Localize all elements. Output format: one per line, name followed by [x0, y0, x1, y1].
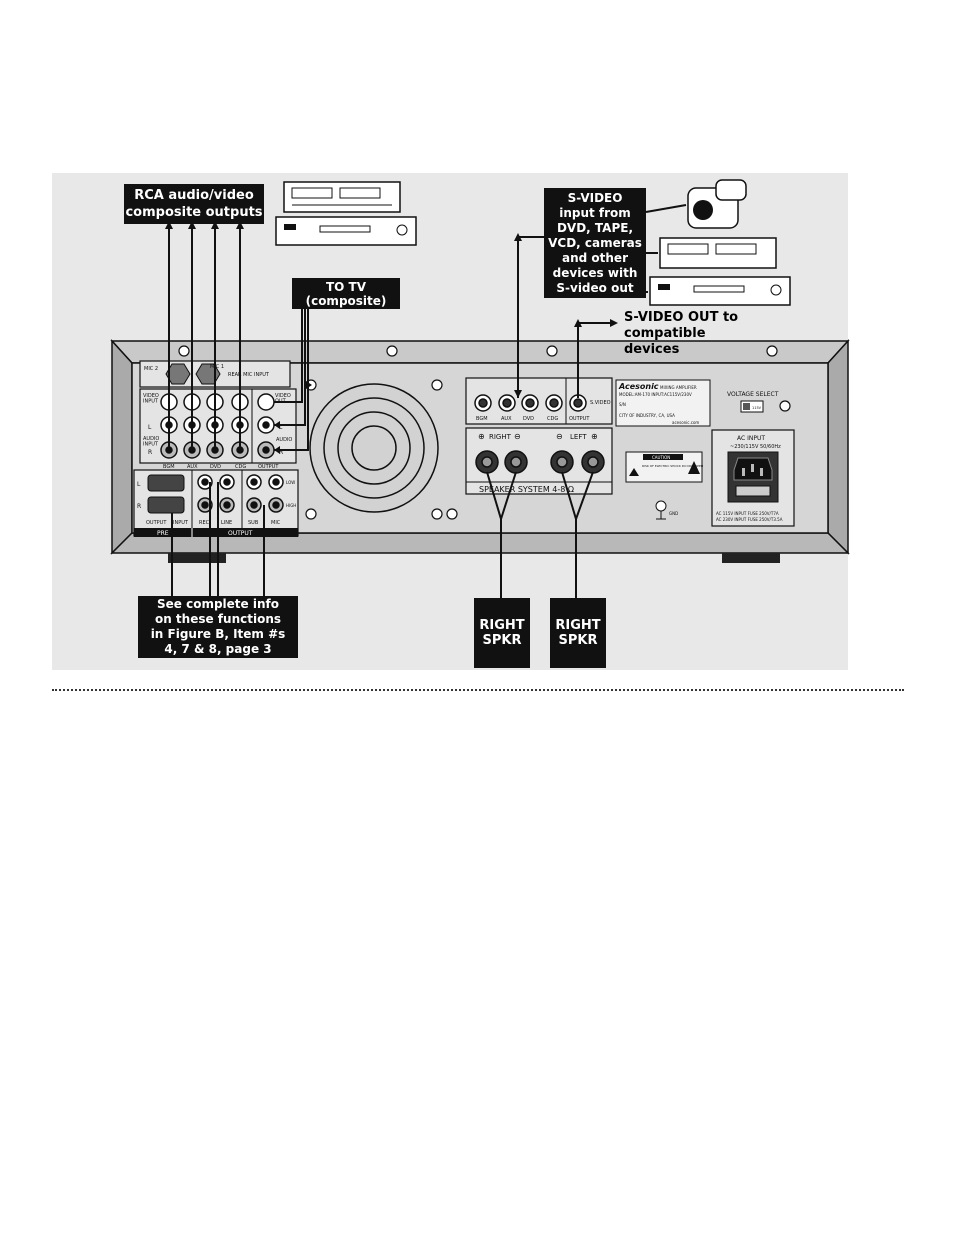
- pre-r-connector[interactable]: [147, 496, 185, 514]
- second-cd-player-device: [659, 237, 777, 269]
- speaker-terminals[interactable]: [475, 450, 605, 474]
- right-foot: [722, 553, 780, 563]
- output-bar-label: OUTPUT: [228, 530, 253, 537]
- cd-player-device: [283, 181, 401, 213]
- out-label-rec: REC: [199, 520, 210, 526]
- pre-input-label: INPUT: [173, 520, 189, 526]
- model-line2: MODEL:AM-170 INPUT:AC115V/230V: [619, 392, 692, 397]
- serial-label: S/N: [619, 402, 626, 407]
- section-divider: [52, 689, 904, 691]
- voltage-switch[interactable]: [740, 400, 764, 413]
- pre-output-section: L R OUTPUT INPUT REC LINE SUB MIC LOW HI…: [133, 469, 299, 537]
- to-tv-callout: TO TV (composite): [292, 278, 400, 309]
- fuse-230-label: AC 230V INPUT FUSE 250V/T3.5A: [716, 517, 783, 522]
- model-line1: MIXING AMPLIFIER: [660, 385, 697, 390]
- input-label-bgm: BGM: [163, 464, 175, 470]
- see-info-callout: See complete info on these functions in …: [138, 596, 298, 658]
- ac-input-section: AC INPUT ~230/115V 50/60Hz AC 115V INPUT…: [711, 429, 795, 527]
- svideo-label-aux: AUX: [501, 416, 512, 422]
- ac-rating-label: ~230/115V 50/60Hz: [730, 444, 781, 450]
- svideo-output-label: OUTPUT: [569, 416, 590, 422]
- caution-title: CAUTION: [652, 455, 670, 460]
- connection-cables: [168, 204, 687, 598]
- pre-output-label: OUTPUT: [146, 520, 167, 526]
- audio-out-l-label: L: [279, 424, 283, 431]
- audio-l-label: L: [148, 424, 152, 431]
- ac-input-label: AC INPUT: [737, 435, 765, 442]
- high-label: HIGH: [286, 503, 296, 508]
- out-label-sub: SUB: [248, 520, 259, 526]
- second-dvd-player-device: [649, 276, 791, 306]
- audio-out-r-label: R: [279, 449, 283, 456]
- input-label-dvd: DVD: [210, 464, 221, 470]
- fuse-115-label: AC 115V INPUT FUSE 250V/T7A: [716, 511, 779, 516]
- plus-icon-left: ⊕: [591, 432, 598, 441]
- caution-sub: RISK OF ELECTRIC SHOCK DO NOT OPEN: [642, 464, 703, 468]
- minus-icon-left: ⊖: [556, 432, 563, 441]
- pre-l-label: L: [137, 481, 141, 488]
- voltage-select-label: VOLTAGE SELECT: [727, 391, 779, 398]
- camcorder-device: [687, 179, 747, 229]
- cable-arrowheads: [165, 221, 618, 454]
- rca-outputs-callout: RCA audio/video composite outputs: [124, 184, 264, 224]
- plus-icon-right: ⊕: [478, 432, 485, 441]
- speaker-terminal-section: ⊕ RIGHT ⊖ ⊖ LEFT ⊕ SPEAKER SYSTEM 4-8 Ω: [465, 427, 613, 495]
- model-label-plate: Acesonic MIXING AMPLIFIER MODEL:AM-170 I…: [615, 379, 711, 427]
- left-foot: [168, 553, 226, 563]
- minus-icon-right: ⊖: [514, 432, 521, 441]
- ground-terminal[interactable]: GND: [655, 500, 678, 520]
- gnd-label: GND: [669, 511, 678, 516]
- svideo-out-annotation: S-VIDEO OUT to compatible devices: [624, 310, 739, 357]
- mic2-jack[interactable]: [165, 363, 191, 385]
- city-label: CITY OF INDUSTRY, CA, USA: [619, 413, 675, 418]
- out-label-mic: MIC: [271, 520, 281, 526]
- rear-mic-label: REAR MIC INPUT: [228, 372, 270, 378]
- av-output-label: OUTPUT: [258, 464, 279, 470]
- audio-input-right-jacks[interactable]: [160, 441, 275, 459]
- audio-r-label: R: [148, 449, 152, 456]
- svideo-label-cdg: CDG: [547, 416, 558, 422]
- mic2-label: MIC 2: [144, 366, 158, 372]
- panel-screws: [178, 345, 791, 520]
- lightning-triangle-icon: [688, 461, 700, 474]
- voltage-select: VOLTAGE SELECT 115V: [727, 391, 779, 413]
- svideo-input-jacks[interactable]: [474, 394, 587, 412]
- svideo-input-callout: S-VIDEO input from DVD, TAPE, VCD, camer…: [544, 188, 646, 298]
- svideo-label-bgm: BGM: [476, 416, 488, 422]
- audio-out-label: AUDIO: [276, 437, 292, 443]
- input-label-cdg: CDG: [235, 464, 246, 470]
- output-jacks[interactable]: [197, 474, 284, 513]
- speaker-left-label: LEFT: [570, 433, 587, 441]
- cooling-fan: [309, 383, 439, 513]
- right-speaker-callout-1: RIGHT SPKR: [474, 598, 530, 668]
- pre-bar-label: PRE: [157, 530, 169, 537]
- out-label-line: LINE: [221, 520, 232, 526]
- speaker-system-label: SPEAKER SYSTEM 4-8 Ω: [479, 485, 574, 494]
- pre-r-label: R: [137, 503, 141, 510]
- svideo-section: BGM AUX DVD CDG OUTPUT S.VIDEO: [465, 377, 613, 425]
- mic1-label: MIC 1: [210, 364, 224, 370]
- brand-label: Acesonic: [618, 382, 659, 391]
- svideo-label-dvd: DVD: [523, 416, 534, 422]
- right-speaker-callout-2: RIGHT SPKR: [550, 598, 606, 668]
- dvd-player-device: [275, 216, 417, 246]
- website-label: acesonic.com: [672, 420, 699, 425]
- caution-label: CAUTION RISK OF ELECTRIC SHOCK DO NOT OP…: [625, 451, 703, 483]
- speaker-right-label: RIGHT: [489, 433, 512, 441]
- low-label: LOW: [286, 480, 295, 485]
- pre-l-connector[interactable]: [147, 474, 185, 492]
- voltage-value: 115V: [752, 406, 762, 410]
- svideo-label: S.VIDEO: [590, 400, 611, 406]
- input-label-aux: AUX: [187, 464, 198, 470]
- warning-triangle-icon: [629, 468, 639, 476]
